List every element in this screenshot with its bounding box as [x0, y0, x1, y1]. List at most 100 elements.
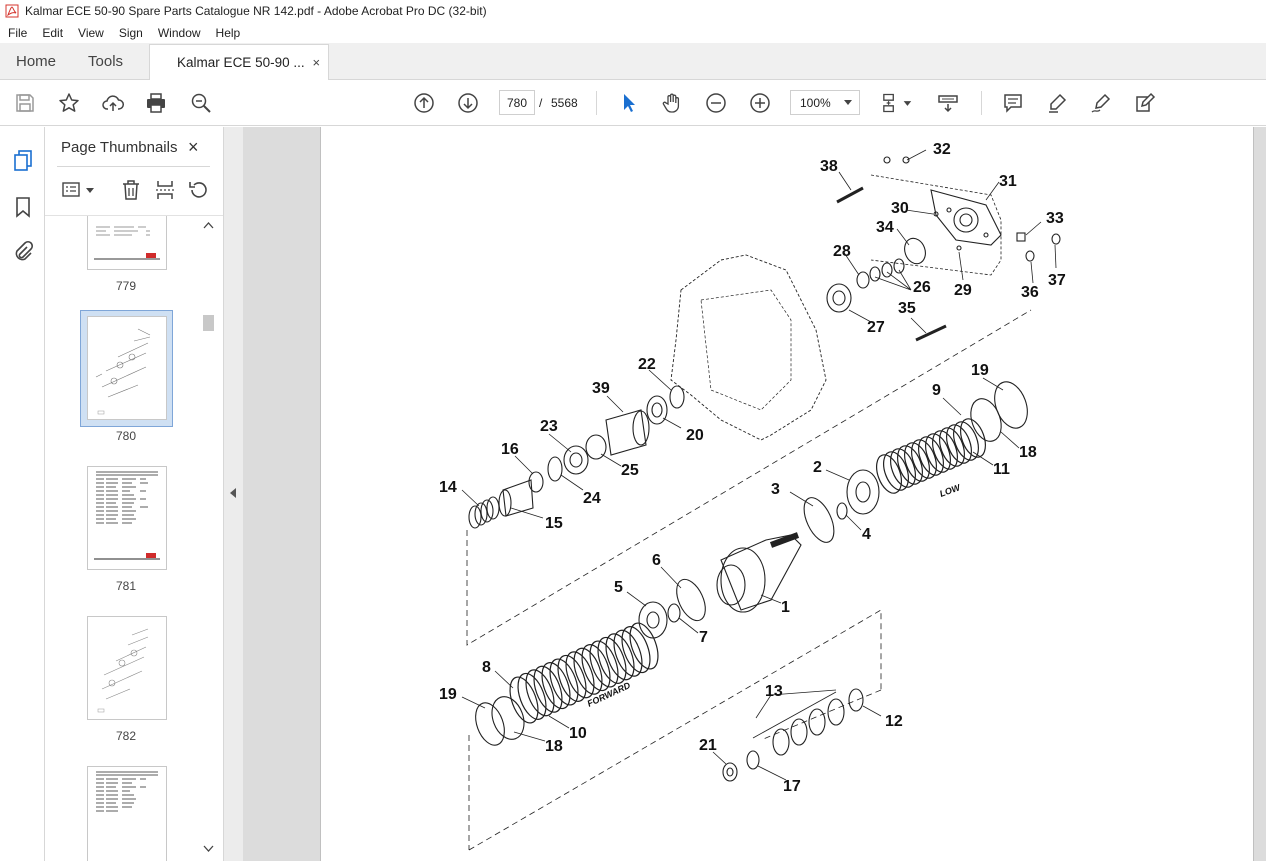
tab-close-icon[interactable]: × [312, 55, 321, 70]
clutch-disc [904, 442, 930, 482]
callout-label: 31 [999, 173, 1017, 190]
callout-label: 26 [913, 279, 931, 296]
clutch-disc [890, 448, 916, 488]
delete-icon[interactable] [119, 178, 143, 202]
clutch-disc [953, 421, 979, 461]
thumbnail-list: 779 780 781 782 [45, 215, 223, 861]
panel-toolbar [45, 175, 223, 205]
arrow-up-circle-icon[interactable] [412, 91, 436, 115]
callout-label: 5 [614, 579, 623, 596]
callout-label: 4 [862, 526, 871, 543]
zoom-select[interactable]: 100% [790, 90, 860, 115]
sign-pen-icon[interactable] [1089, 91, 1113, 115]
clutch-disc [925, 433, 951, 473]
edit-pdf-icon[interactable] [1133, 91, 1157, 115]
thumbnail-scrollbar[interactable] [200, 215, 217, 861]
callout-label: 19 [971, 362, 989, 379]
callout-label: 25 [621, 462, 639, 479]
callout-label: 38 [820, 158, 838, 175]
callout-label: 22 [638, 356, 656, 373]
hand-icon[interactable] [660, 91, 684, 115]
bookmark-icon[interactable] [11, 195, 35, 219]
clutch-disc [533, 665, 563, 713]
page-thumbnails-icon[interactable] [11, 148, 35, 172]
callout-label: 33 [1046, 210, 1064, 227]
callout-label: 27 [867, 319, 885, 336]
callout-label: 1 [781, 599, 790, 616]
clutch-disc [557, 654, 587, 702]
callout-label: 20 [686, 427, 704, 444]
page-number-input[interactable]: 780 [499, 90, 535, 115]
clutch-disc [946, 424, 972, 464]
zoom-search-icon[interactable] [189, 91, 213, 115]
callout-label: 39 [592, 380, 610, 397]
callout-label: 24 [583, 490, 601, 507]
highlight-pen-icon[interactable] [1045, 91, 1069, 115]
left-rail [0, 127, 45, 861]
callout-label: 9 [932, 382, 941, 399]
collapse-arrow-icon[interactable] [230, 488, 236, 498]
save-icon[interactable] [13, 91, 37, 115]
zoom-out-icon[interactable] [704, 91, 728, 115]
tab-tools[interactable]: Tools [88, 52, 124, 70]
menu-view[interactable]: View [78, 25, 104, 40]
clutch-disc [605, 633, 635, 681]
panel-splitter[interactable] [223, 127, 243, 861]
chevron-up-icon[interactable] [203, 221, 214, 229]
pointer-icon[interactable] [617, 91, 641, 115]
thumbnail-page[interactable] [87, 466, 167, 570]
tab-bar: Home Tools Kalmar ECE 50-90 ... × [0, 43, 1266, 80]
options-menu-icon[interactable] [61, 178, 97, 202]
clutch-disc [509, 676, 539, 724]
thumbnail-page[interactable] [87, 616, 167, 720]
callout-label: 15 [545, 515, 563, 532]
extract-pages-icon[interactable] [153, 178, 177, 202]
menu-edit[interactable]: Edit [42, 25, 64, 40]
menu-sign[interactable]: Sign [118, 25, 143, 40]
zoom-value: 100% [800, 95, 831, 110]
fit-page-icon[interactable] [880, 91, 916, 115]
callout-label: 30 [891, 200, 909, 217]
tab-document[interactable]: Kalmar ECE 50-90 ... × [149, 44, 330, 80]
menu-file[interactable]: File [8, 25, 28, 40]
thumbnail-label: 779 [115, 279, 137, 293]
thumbnail-page[interactable] [87, 316, 167, 420]
thumbnail-page[interactable] [87, 766, 167, 861]
callout-label: 32 [933, 141, 951, 158]
tab-home[interactable]: Home [16, 52, 57, 70]
clutch-disc [549, 658, 579, 706]
chevron-down-icon[interactable] [203, 845, 214, 853]
clutch-disc [918, 436, 944, 476]
panel-title: Page Thumbnails [61, 139, 178, 156]
clutch-disc [911, 439, 937, 479]
clutch-disc [629, 622, 659, 670]
document-view: 1 2 3 4 5 6 7 8 9 10 11 12 13 14 15 16 1… [243, 127, 1266, 861]
upload-cloud-icon[interactable] [101, 91, 125, 115]
callout-label: 17 [783, 778, 801, 795]
zoom-in-icon[interactable] [748, 91, 772, 115]
thumbnail-page[interactable] [87, 216, 167, 270]
menu-window[interactable]: Window [157, 25, 201, 40]
callout-label: 28 [833, 243, 851, 260]
clutch-disc [876, 454, 902, 494]
scroll-thumb[interactable] [203, 315, 214, 331]
menu-help[interactable]: Help [215, 25, 241, 40]
star-icon[interactable] [57, 91, 81, 115]
close-icon[interactable]: × [188, 137, 199, 157]
arrow-down-circle-icon[interactable] [456, 91, 480, 115]
callout-label: 2 [813, 459, 822, 476]
clutch-disc [541, 662, 571, 710]
comment-icon[interactable] [1001, 91, 1025, 115]
page-separator: / [539, 96, 543, 110]
callout-label: 18 [1019, 444, 1037, 461]
printer-icon[interactable] [144, 91, 168, 115]
rotate-icon[interactable] [187, 178, 211, 202]
page-total: 5568 [551, 96, 578, 110]
thumbnails-panel: Page Thumbnails × 779 780 781 782 [45, 127, 223, 861]
attachment-icon[interactable] [11, 240, 35, 264]
callout-label: 19 [439, 686, 457, 703]
clutch-disc [939, 427, 965, 467]
callout-label: 29 [954, 282, 972, 299]
callout-label: 11 [993, 461, 1010, 478]
scroll-mode-icon[interactable] [936, 91, 960, 115]
